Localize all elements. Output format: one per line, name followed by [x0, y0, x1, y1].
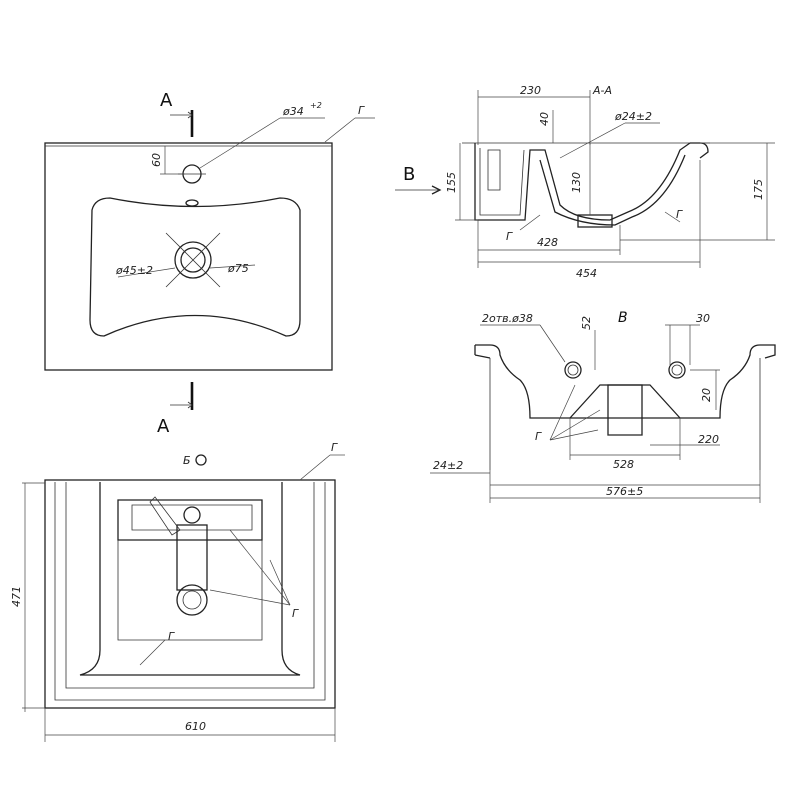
section-label-g2: Г: [676, 208, 683, 221]
dim-471: 471: [10, 586, 23, 607]
dim-tap-hole: ø34: [282, 105, 304, 118]
side-label-g: Г: [535, 430, 542, 443]
dim-454: 454: [576, 267, 597, 280]
dim-drain-outer: ø75: [227, 262, 249, 275]
dim-610: 610: [185, 720, 206, 733]
dim-overflow: ø24±2: [614, 110, 652, 123]
dim-52: 52: [580, 316, 593, 330]
bottom-view: Б Г Г Г 471 610: [10, 441, 345, 742]
bottom-label-g2: Г: [292, 607, 299, 620]
bottom-view-label: Б: [183, 454, 191, 467]
dim-220: 220: [698, 433, 719, 446]
side-view: В 2отв.ø38 52 30 20 220 528 24±2 576±5 Г: [430, 310, 776, 503]
top-outline: [44, 142, 333, 371]
top-basin-outline: [89, 197, 301, 337]
dim-24: 24±2: [433, 459, 463, 472]
dim-20: 20: [700, 388, 713, 402]
bottom-label-g3: Г: [168, 630, 175, 643]
dim-hole-depth: 60: [150, 153, 163, 167]
dim-155: 155: [445, 172, 458, 193]
dim-230: 230: [520, 84, 541, 97]
dim-30: 30: [696, 312, 710, 325]
section-title: А-А: [592, 84, 612, 97]
dim-40: 40: [538, 112, 551, 126]
bottom-label-g1: Г: [331, 441, 338, 454]
section-mark-top: A: [160, 90, 173, 111]
top-label-g: Г: [358, 104, 365, 117]
bottom-outline: [44, 479, 336, 709]
dim-576: 576±5: [606, 485, 643, 498]
section-label-g1: Г: [506, 230, 513, 243]
drain-inner: [180, 247, 206, 273]
top-view: A A Г 60 ø34 +2 ø45±2 ø75: [44, 90, 375, 437]
dim-drain: ø45±2: [115, 264, 153, 277]
dim-175: 175: [752, 179, 765, 200]
dim-tap-hole-tol: +2: [310, 101, 322, 110]
section-view: А-А В 230 40 ø24±2 130 155 175 428 454 Г…: [395, 84, 775, 280]
dim-130: 130: [570, 172, 583, 193]
drain-outer: [174, 241, 212, 279]
view-arrow-label: В: [403, 164, 415, 185]
section-body: [474, 142, 691, 221]
side-title: В: [618, 310, 628, 326]
side-body: [475, 344, 776, 419]
dim-holes: 2отв.ø38: [482, 312, 533, 325]
dim-528: 528: [613, 458, 634, 471]
section-mark-bottom: A: [157, 416, 170, 437]
dim-428: 428: [537, 236, 558, 249]
